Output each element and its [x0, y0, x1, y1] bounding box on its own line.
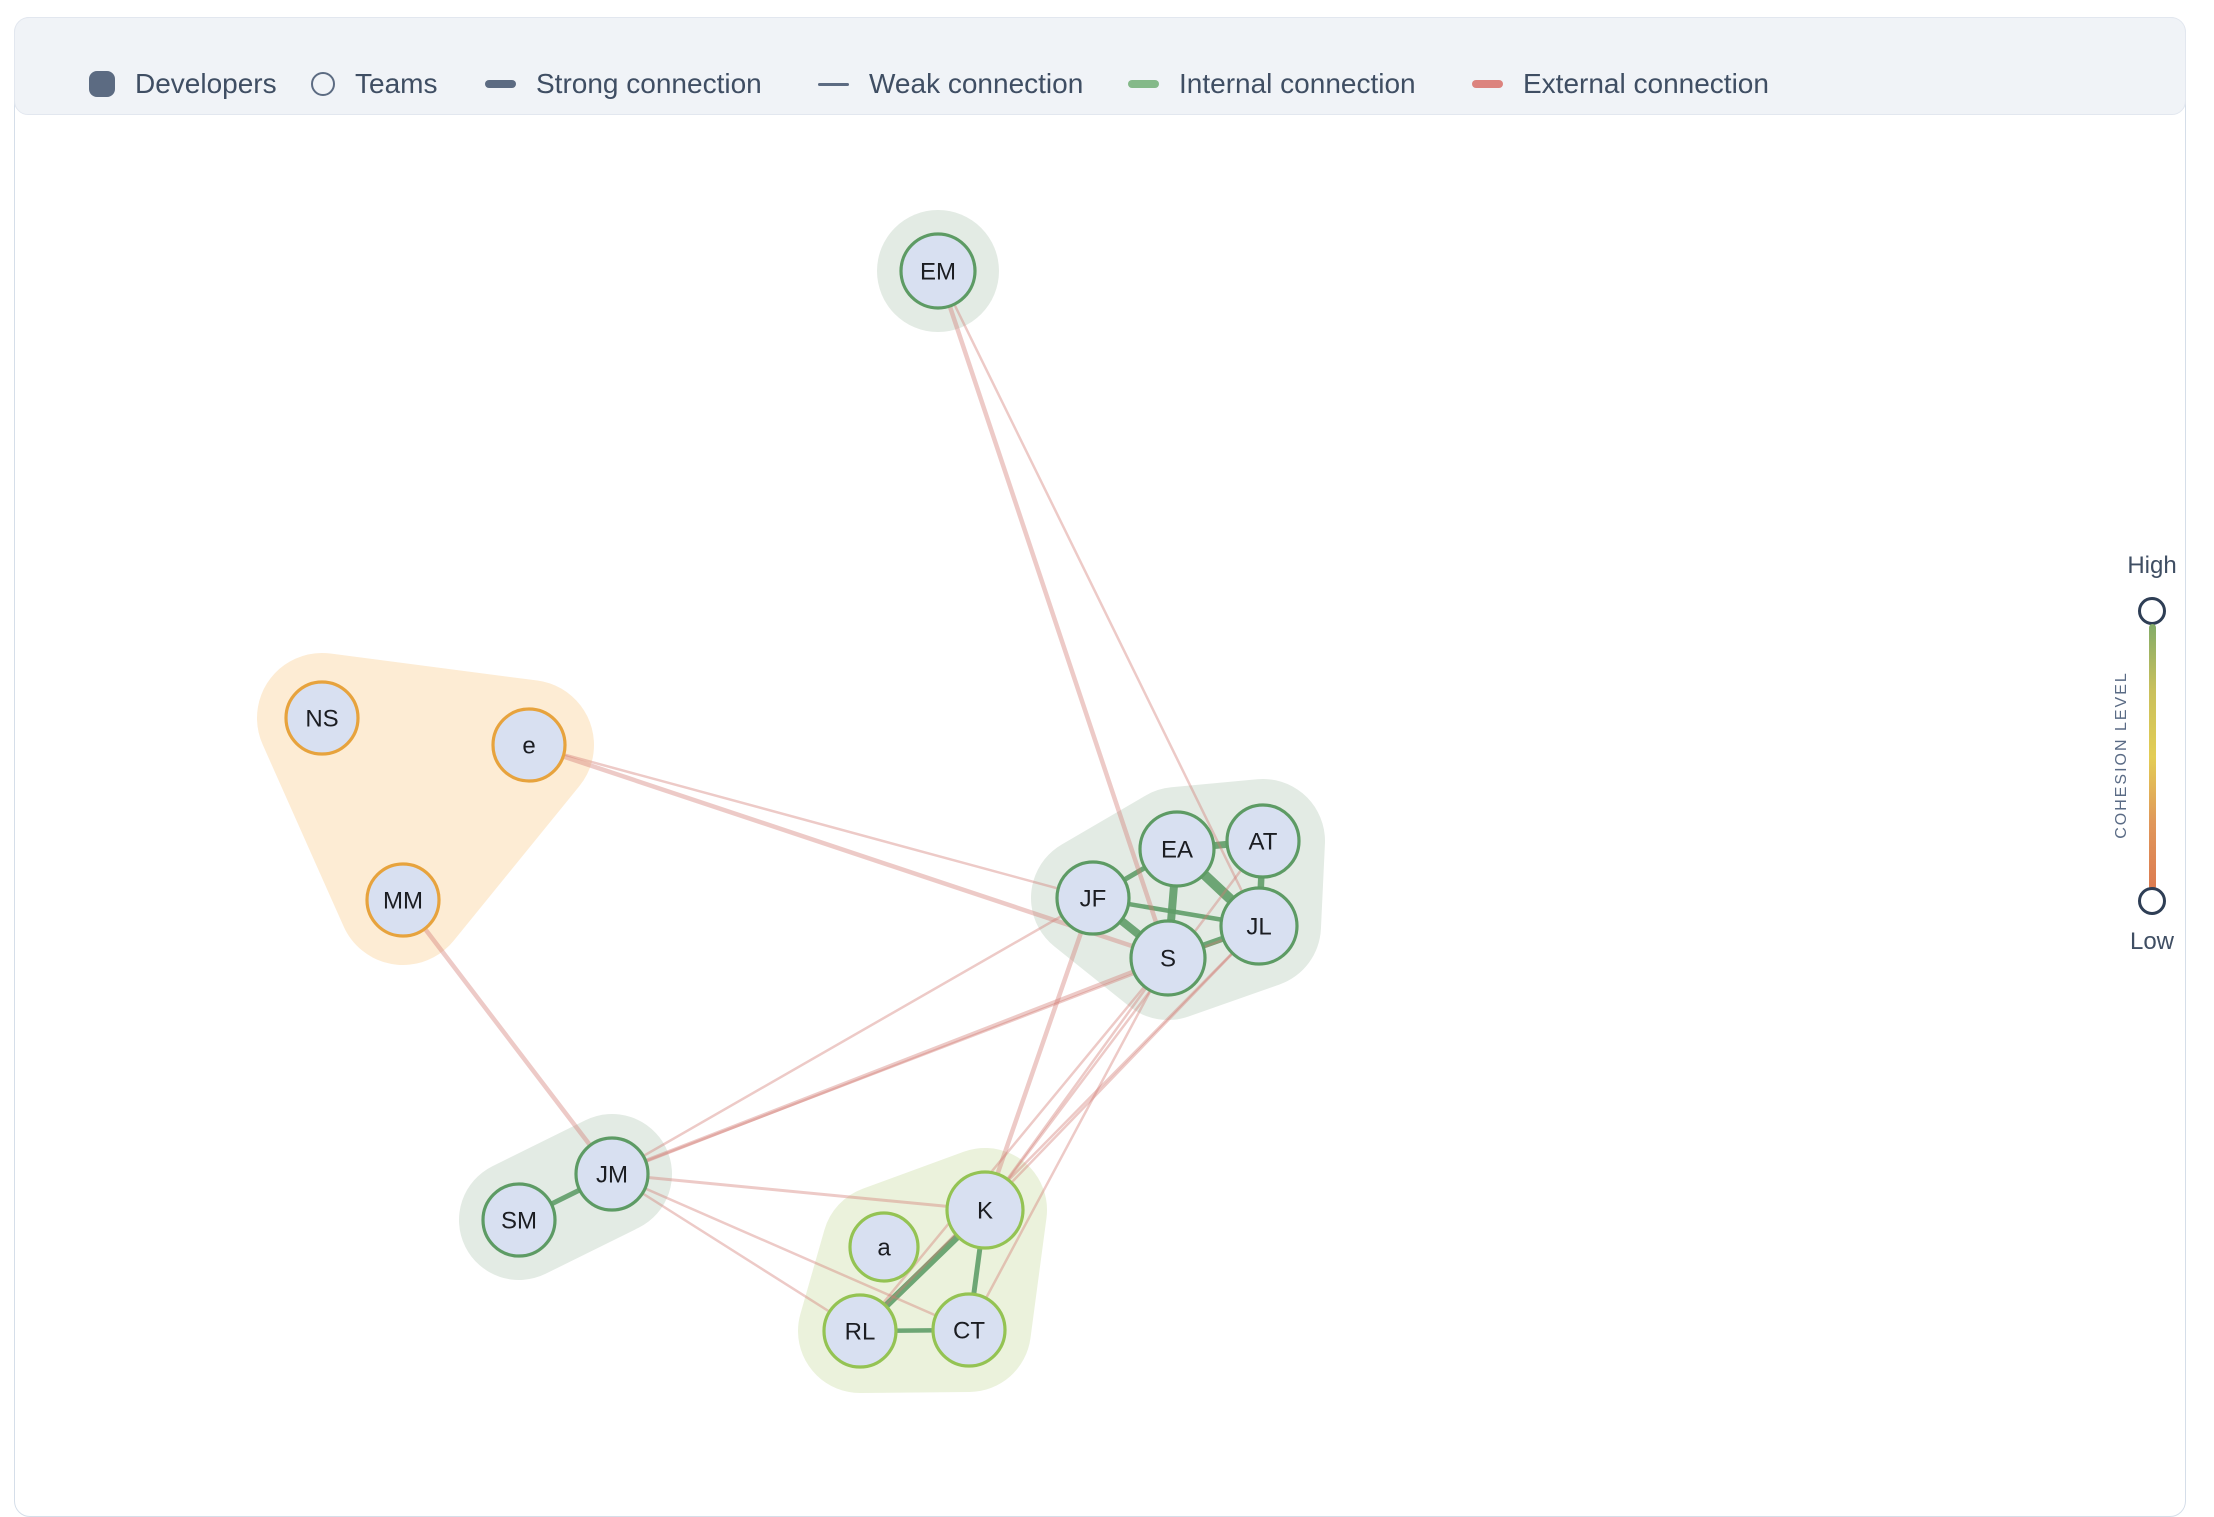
node-JM[interactable]: JM [574, 1136, 650, 1212]
node-label-JF: JF [1080, 885, 1107, 912]
legend-item-internal-connection: Internal connection [1128, 35, 1416, 133]
developers-swatch-icon [89, 71, 115, 97]
cohesion-handle-low[interactable] [2138, 887, 2166, 915]
node-circle-JM[interactable] [574, 1136, 650, 1212]
node-label-JM: JM [596, 1161, 628, 1188]
legend-item-label: Strong connection [536, 68, 762, 99]
legend-item-developers: Developers [89, 35, 277, 133]
node-label-S: S [1160, 945, 1176, 972]
node-RL[interactable]: RL [822, 1293, 898, 1369]
legend-item-weak-connection: Weak connection [818, 35, 1083, 133]
node-S[interactable]: S [1129, 919, 1207, 997]
node-label-JL: JL [1246, 913, 1271, 940]
team-hull-team-orange [257, 653, 594, 965]
node-label-NS: NS [305, 705, 338, 732]
node-label-AT: AT [1249, 828, 1278, 855]
legend-item-external-connection: External connection [1472, 35, 1769, 133]
node-AT[interactable]: AT [1225, 803, 1301, 879]
edge-K-JL [983, 924, 1261, 1212]
edge-JM-S [610, 956, 1170, 1176]
weak-connection-swatch-icon [818, 82, 849, 86]
cohesion-handle-high[interactable] [2138, 597, 2166, 625]
node-circle-EA[interactable] [1138, 810, 1216, 888]
node-circle-e[interactable] [491, 707, 567, 783]
edge-e-JF [527, 743, 1095, 900]
edge-JM-RL [610, 1172, 862, 1333]
edge-K-S [983, 956, 1170, 1212]
node-label-EA: EA [1161, 836, 1193, 863]
edge-S-CT [967, 956, 1170, 1332]
node-JL[interactable]: JL [1219, 886, 1299, 966]
node-circle-EM[interactable] [899, 232, 977, 310]
edge-K-AT [983, 839, 1265, 1212]
edge-JL-RL [858, 924, 1261, 1333]
legend-item-strong-connection: Strong connection [485, 35, 762, 133]
node-EA[interactable]: EA [1138, 810, 1216, 888]
cohesion-gradient-bar [2149, 624, 2156, 890]
node-K[interactable]: K [945, 1170, 1025, 1250]
team-hulls [257, 210, 1325, 1393]
legend-item-teams: Teams [311, 35, 437, 133]
node-e[interactable]: e [491, 707, 567, 783]
legend-item-label: Internal connection [1179, 68, 1416, 99]
node-circle-a[interactable] [848, 1211, 920, 1283]
teams-swatch-icon [311, 72, 335, 96]
node-circle-K[interactable] [945, 1170, 1025, 1250]
legend-item-label: Developers [135, 68, 277, 99]
node-circle-AT[interactable] [1225, 803, 1301, 879]
legend-item-label: Teams [355, 68, 438, 99]
node-NS[interactable]: NS [284, 680, 360, 756]
internal-connection-swatch-icon [1128, 80, 1159, 88]
legend-bar: Developers Teams Strong connection Weak con… [14, 17, 2186, 115]
node-circle-MM[interactable] [365, 862, 441, 938]
edge-K-JF [982, 895, 1096, 1213]
edge-JM-JF [610, 896, 1095, 1176]
node-JF[interactable]: JF [1055, 860, 1131, 936]
edge-EM-S [935, 268, 1171, 961]
external-connection-swatch-icon [1472, 80, 1503, 88]
node-circle-JF[interactable] [1055, 860, 1131, 936]
cohesion-low-label: Low [2129, 928, 2175, 955]
edge-MM-JM [400, 897, 615, 1177]
legend-item-label: External connection [1523, 68, 1769, 99]
node-CT[interactable]: CT [931, 1292, 1007, 1368]
node-SM[interactable]: SM [481, 1182, 557, 1258]
edge-e-S [526, 742, 1171, 961]
edge-JM-CT [610, 1172, 971, 1332]
node-label-EM: EM [920, 258, 956, 285]
node-label-MM: MM [383, 887, 423, 914]
node-label-CT: CT [953, 1317, 985, 1344]
node-circle-JL[interactable] [1219, 886, 1299, 966]
node-label-RL: RL [845, 1318, 876, 1345]
node-label-a: a [877, 1234, 891, 1261]
node-circle-SM[interactable] [481, 1182, 557, 1258]
node-circle-NS[interactable] [284, 680, 360, 756]
edge-JM-K [610, 1172, 987, 1212]
edge-EM-JL [936, 269, 1261, 928]
cohesion-high-label: High [2127, 552, 2177, 579]
strong-connection-swatch-icon [485, 80, 516, 88]
node-label-SM: SM [501, 1207, 537, 1234]
node-MM[interactable]: MM [365, 862, 441, 938]
node-label-e: e [522, 732, 535, 759]
cohesion-axis-title: COHESION LEVEL [2113, 671, 2130, 839]
node-circle-RL[interactable] [822, 1293, 898, 1369]
node-circle-S[interactable] [1129, 919, 1207, 997]
node-a[interactable]: a [848, 1211, 920, 1283]
node-EM[interactable]: EM [899, 232, 977, 310]
node-circle-CT[interactable] [931, 1292, 1007, 1368]
node-label-K: K [977, 1197, 993, 1224]
legend-item-label: Weak connection [869, 68, 1084, 99]
